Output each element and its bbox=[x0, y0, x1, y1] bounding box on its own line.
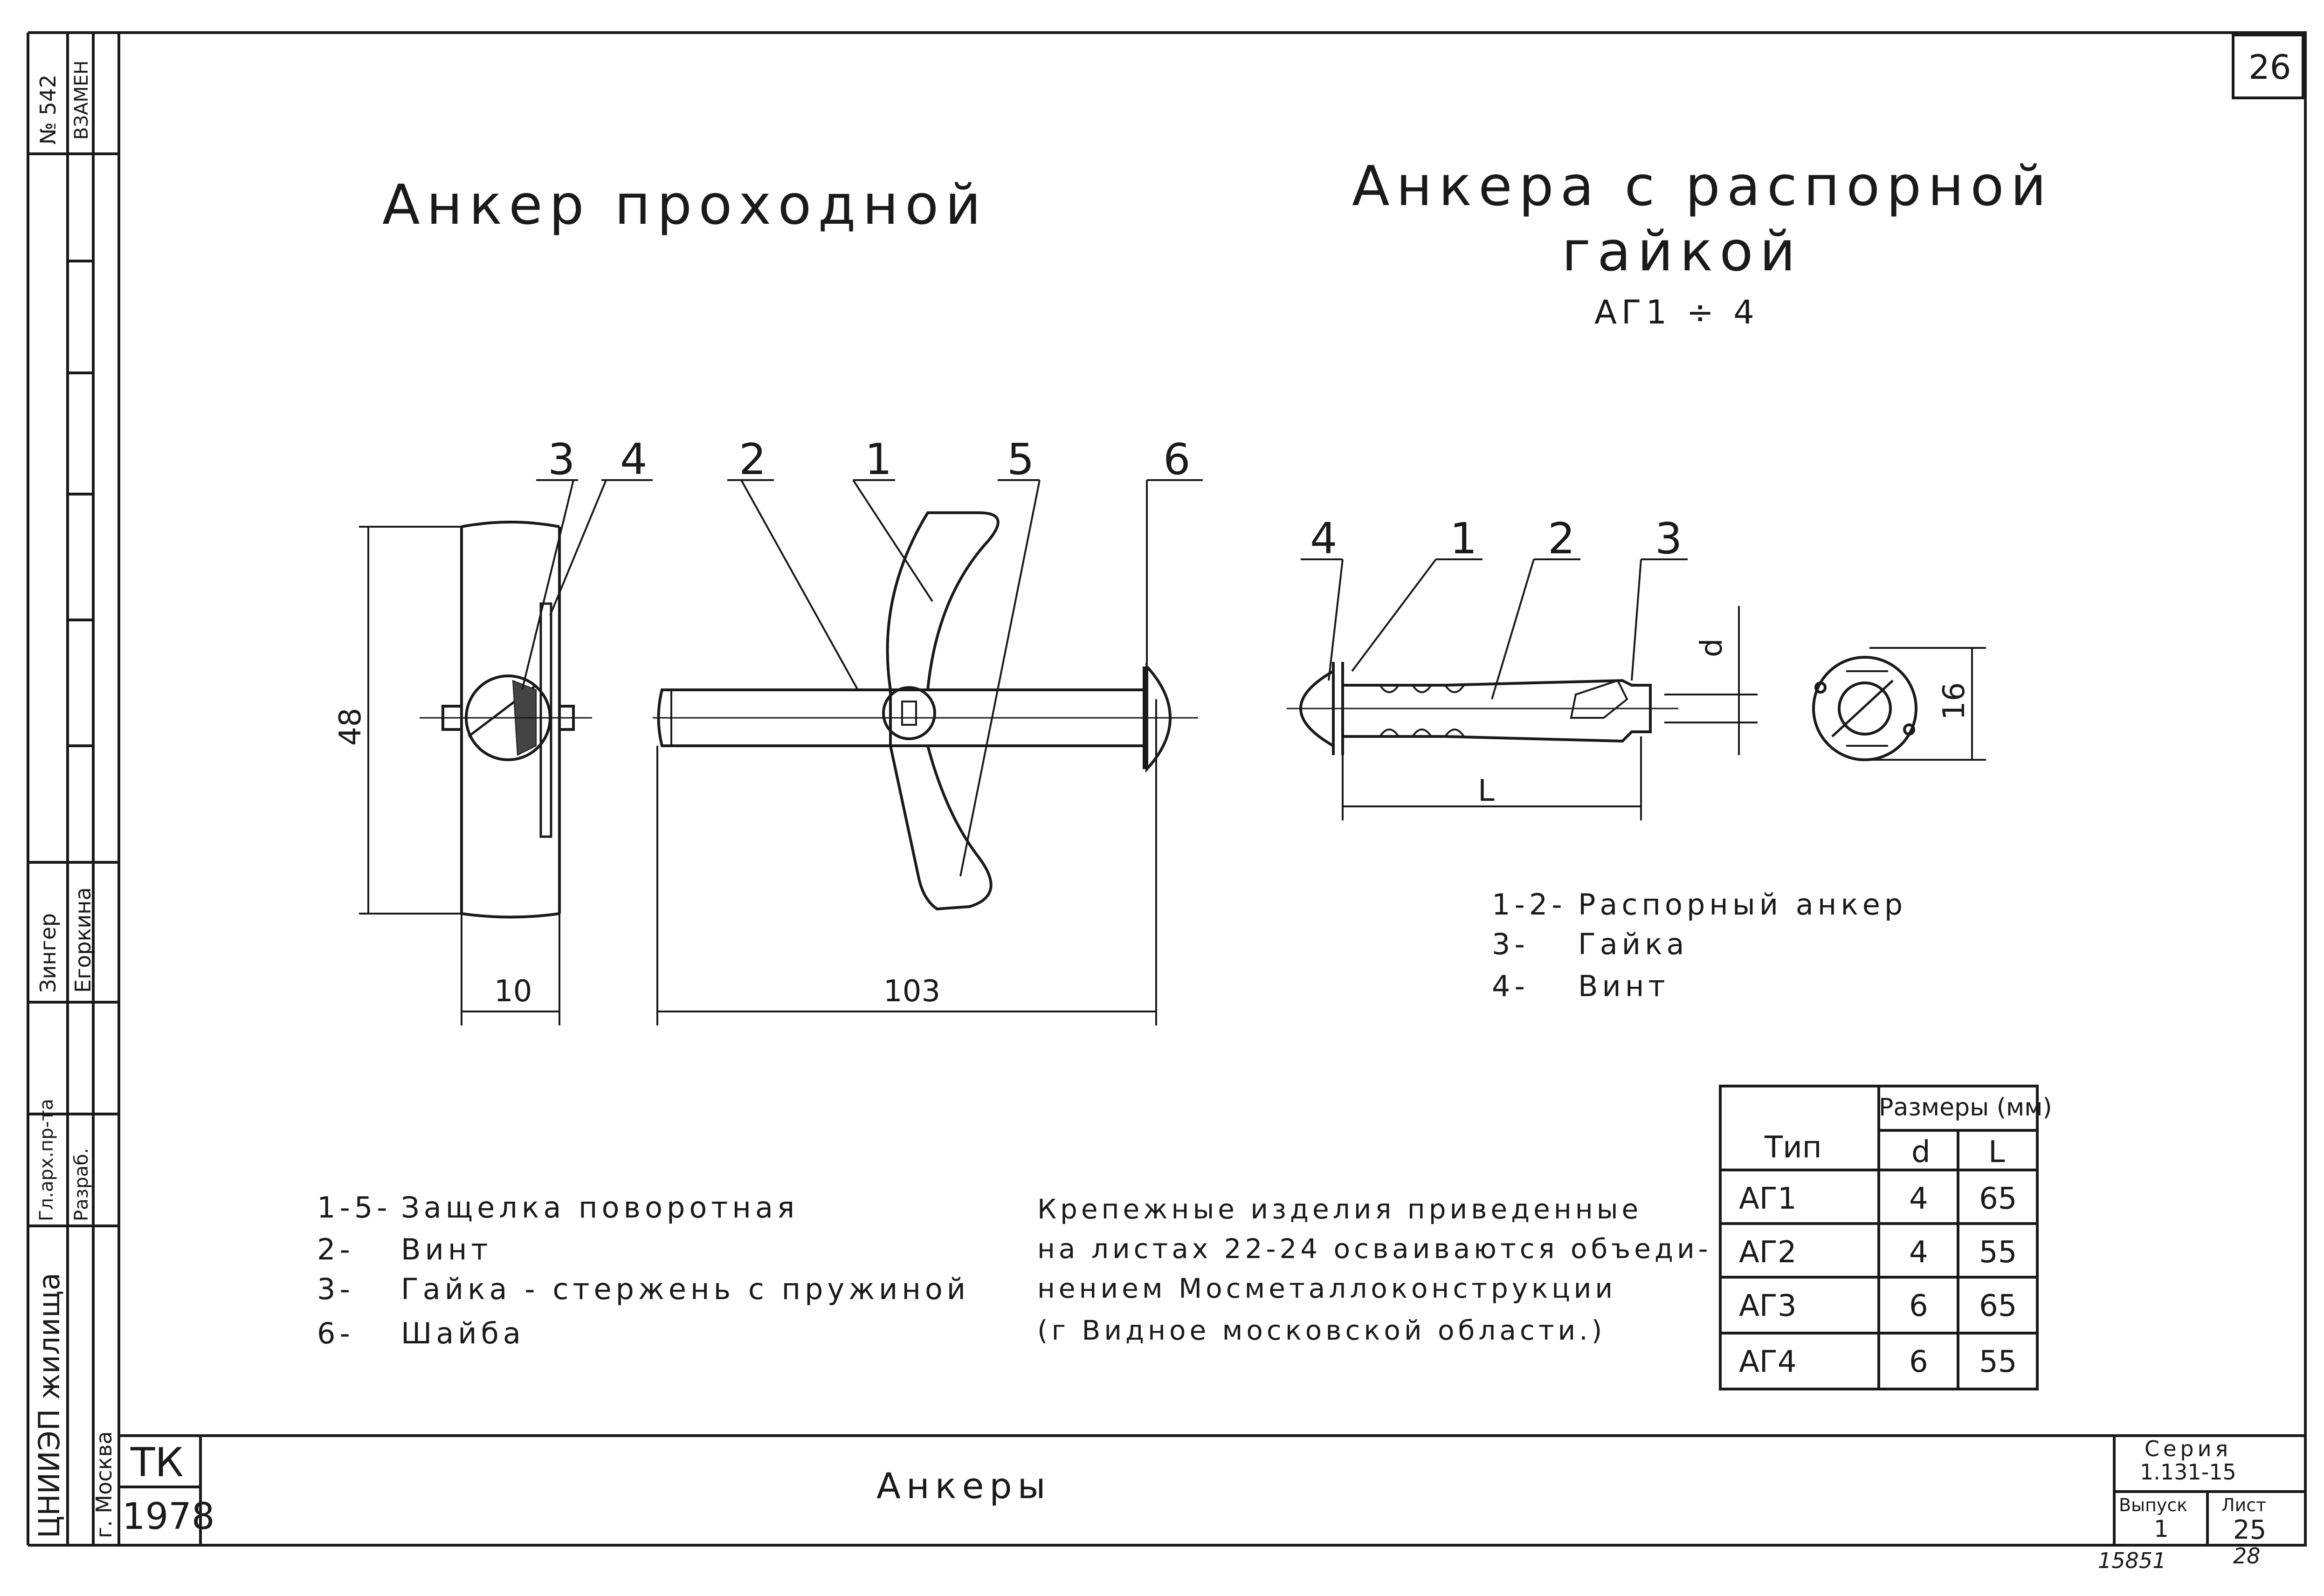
legend-left-num-3: 3- bbox=[317, 1272, 354, 1306]
table-row-3-d: 6 bbox=[1909, 1289, 1928, 1323]
side-role-chief: Гл.арх.пр-та bbox=[36, 1099, 57, 1221]
legend-left-text-4: Шайба bbox=[401, 1316, 525, 1350]
dimension-16: 16 bbox=[1937, 682, 1972, 720]
dimension-48: 48 bbox=[333, 708, 368, 746]
note-line-4: (г Видное московской области.) bbox=[1037, 1314, 1606, 1346]
note-line-2: на листах 22-24 осваиваются объеди- bbox=[1037, 1233, 1712, 1265]
legend-left-num-4: 6- bbox=[317, 1316, 354, 1350]
legend-left-text-2: Винт bbox=[401, 1232, 492, 1266]
callout-leaders-left bbox=[521, 479, 1203, 877]
sheet-number-top: 26 bbox=[2248, 48, 2291, 87]
legend-right-text-3: Винт bbox=[1578, 969, 1669, 1003]
sheet-number-box bbox=[2232, 34, 2304, 99]
title-block-issue: 1 bbox=[2154, 1515, 2169, 1542]
table-row-2-d: 4 bbox=[1909, 1235, 1928, 1270]
dimension-L: L bbox=[1478, 774, 1495, 808]
legend-right-text-1: Распорный анкер bbox=[1578, 887, 1907, 922]
side-name-chief: Зингер bbox=[35, 913, 61, 993]
dimension-d: d bbox=[1695, 638, 1729, 657]
side-replace-label: ВЗАМЕН bbox=[71, 60, 92, 140]
callout-3-left: 3 bbox=[548, 434, 575, 484]
expansion-anchor-view bbox=[1287, 662, 1678, 755]
side-role-developer: Разраб. bbox=[71, 1148, 92, 1221]
sizes-table-grid bbox=[1719, 1085, 2039, 1390]
legend-right-num-1: 1-2- bbox=[1492, 887, 1566, 922]
callout-1-left: 1 bbox=[865, 434, 892, 484]
title-block-series-label: Серия bbox=[2145, 1436, 2232, 1461]
side-replace-number: № 542 bbox=[35, 74, 61, 144]
table-row-3-L: 65 bbox=[1979, 1289, 2017, 1323]
callout-2-right: 2 bbox=[1548, 514, 1575, 564]
title-pass-through-anchor: Анкер проходной bbox=[382, 172, 988, 237]
note-line-1: Крепежные изделия приведенные bbox=[1037, 1193, 1642, 1225]
callout-1-right: 1 bbox=[1450, 514, 1477, 564]
table-row-4-type: АГ4 bbox=[1739, 1345, 1797, 1379]
anchor-types-range: АГ1 ÷ 4 bbox=[1594, 293, 1759, 331]
title-block bbox=[119, 1434, 2305, 1545]
dimension-lines-left bbox=[359, 526, 1157, 1025]
table-row-2-type: АГ2 bbox=[1739, 1235, 1797, 1270]
table-row-1-type: АГ1 bbox=[1739, 1182, 1797, 1216]
legend-left-num-1: 1-5- bbox=[317, 1190, 392, 1225]
table-group-header: Размеры (мм) bbox=[1879, 1094, 2052, 1121]
table-row-4-d: 6 bbox=[1909, 1345, 1928, 1379]
title-block-series: 1.131-15 bbox=[2140, 1459, 2236, 1485]
toggle-side-view bbox=[420, 521, 592, 919]
legend-left-text-3: Гайка - стержень с пружиной bbox=[401, 1272, 970, 1306]
callout-4-left: 4 bbox=[620, 434, 648, 484]
callout-leaders-right bbox=[1301, 558, 1688, 700]
dimension-10: 10 bbox=[494, 974, 532, 1009]
title-block-sheet-label: Лист bbox=[2221, 1495, 2267, 1515]
side-name-developer: Егоркина bbox=[70, 887, 96, 993]
legend-right-text-2: Гайка bbox=[1578, 927, 1689, 961]
legend-right-num-2: 3- bbox=[1492, 927, 1529, 961]
table-header-d: d bbox=[1911, 1135, 1931, 1169]
archive-number-right: 28 bbox=[2233, 1543, 2261, 1568]
table-row-3-type: АГ3 bbox=[1739, 1289, 1797, 1323]
side-organization: ЦНИИЭП жилища bbox=[32, 1273, 66, 1538]
title-expansion-anchor-line1: Анкера с распорной bbox=[1352, 154, 2053, 218]
toggle-bolt-view bbox=[653, 511, 1198, 911]
table-row-4-L: 55 bbox=[1979, 1345, 2017, 1379]
callout-2-left: 2 bbox=[739, 434, 766, 484]
dimension-lines-right bbox=[1342, 606, 1758, 820]
callout-6-left: 6 bbox=[1163, 434, 1191, 484]
legend-left-num-2: 2- bbox=[317, 1232, 354, 1266]
nut-end-view bbox=[1812, 647, 1986, 761]
title-block-code: ТК bbox=[131, 1439, 184, 1486]
legend-right-num-3: 4- bbox=[1492, 969, 1529, 1003]
legend-left-text-1: Защелка поворотная bbox=[401, 1190, 799, 1225]
table-row-2-L: 55 bbox=[1979, 1235, 2017, 1270]
title-block-year: 1978 bbox=[122, 1496, 215, 1538]
archive-number-left: 15851 bbox=[2098, 1548, 2166, 1573]
side-city: г. Москва bbox=[91, 1431, 117, 1538]
table-header-L: L bbox=[1988, 1135, 2005, 1169]
title-block-name: Анкеры bbox=[876, 1465, 1051, 1507]
callout-5-left: 5 bbox=[1007, 434, 1034, 484]
dimension-103: 103 bbox=[883, 974, 941, 1009]
title-expansion-anchor-line2: гайкой bbox=[1562, 219, 1802, 283]
table-row-1-L: 65 bbox=[1979, 1182, 2017, 1216]
callout-4-right: 4 bbox=[1310, 514, 1338, 564]
note-line-3: нением Мосметаллоконструкции bbox=[1037, 1273, 1617, 1304]
callout-3-right: 3 bbox=[1655, 514, 1683, 564]
sheet-frame bbox=[27, 31, 2307, 1547]
table-row-1-d: 4 bbox=[1909, 1182, 1928, 1216]
title-block-sheet: 25 bbox=[2233, 1515, 2267, 1545]
table-header-type: Тип bbox=[1765, 1130, 1822, 1165]
title-block-issue-label: Выпуск bbox=[2119, 1495, 2188, 1515]
